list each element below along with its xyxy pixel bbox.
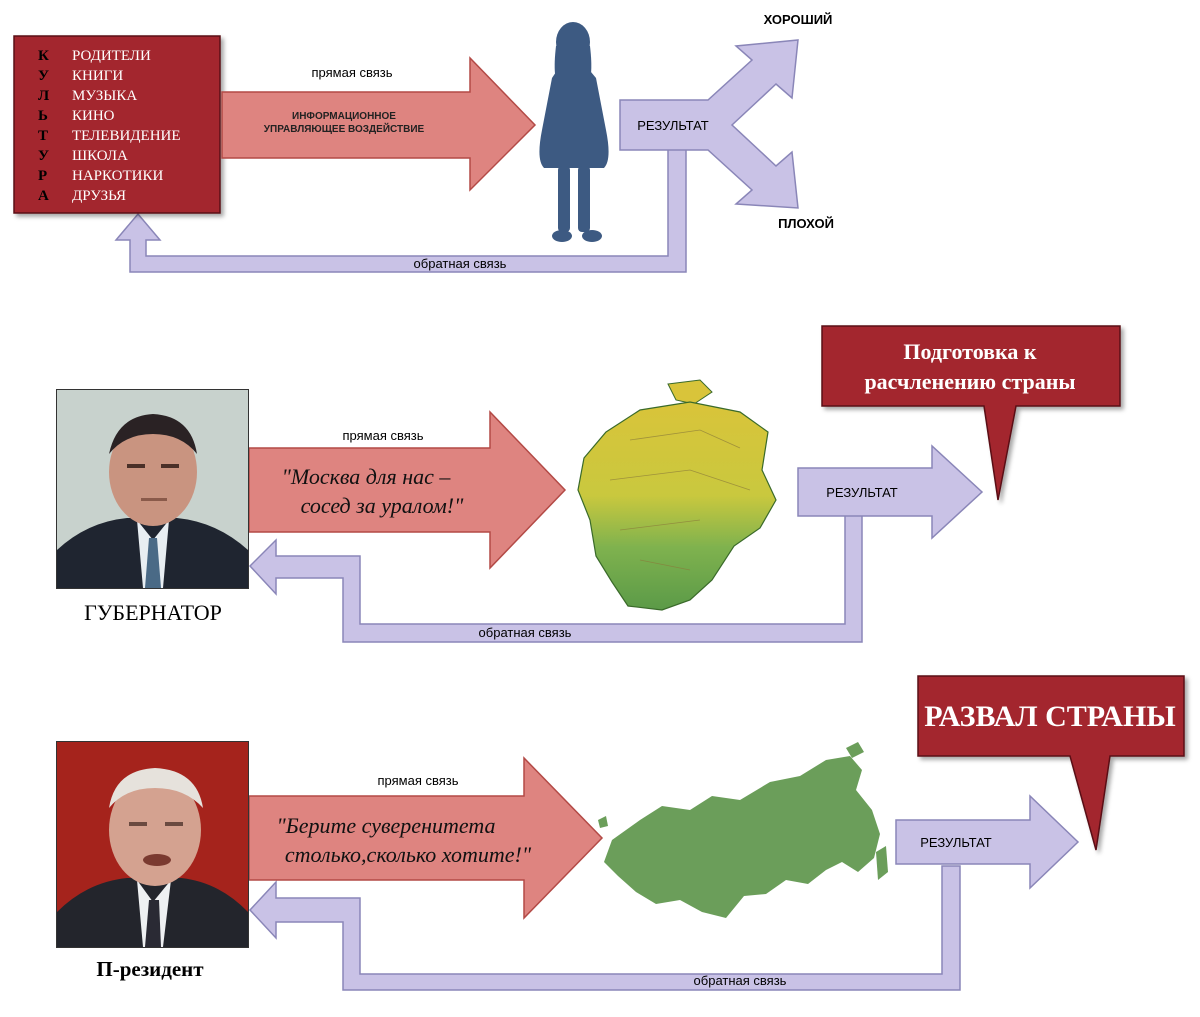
svg-text:А: А bbox=[38, 188, 49, 204]
callout-box-2 bbox=[821, 325, 1121, 501]
direct-label-2: прямая связь bbox=[342, 428, 423, 443]
culture-item: ДРУЗЬЯ bbox=[72, 188, 126, 204]
feedback-arrow-1 bbox=[114, 119, 687, 273]
girl-silhouette bbox=[539, 22, 609, 242]
culture-item: РОДИТЕЛИ bbox=[72, 48, 151, 64]
direct-arrow-2 bbox=[248, 410, 567, 570]
culture-item: КНИГИ bbox=[72, 68, 123, 84]
svg-text:Р: Р bbox=[38, 168, 47, 184]
svg-text:Ь: Ь bbox=[38, 108, 48, 124]
russia-map bbox=[598, 742, 888, 918]
region-map bbox=[577, 379, 777, 611]
culture-items: РОДИТЕЛИ КНИГИ МУЗЫКА КИНО ТЕЛЕВИДЕНИЕ Ш… bbox=[72, 48, 181, 204]
svg-text:У: У bbox=[38, 68, 49, 84]
culture-box bbox=[13, 35, 221, 214]
feedback-label-1: обратная связь bbox=[414, 256, 507, 271]
result-arrow-3 bbox=[895, 794, 1080, 890]
quote-line2-2: сосед за уралом!" bbox=[301, 493, 464, 518]
result-label-3: РЕЗУЛЬТАТ bbox=[920, 835, 992, 850]
result-label-2: РЕЗУЛЬТАТ bbox=[826, 485, 898, 500]
svg-text:Л: Л bbox=[38, 88, 49, 104]
direct-label-3: прямая связь bbox=[377, 773, 458, 788]
culture-item: НАРКОТИКИ bbox=[72, 168, 163, 184]
culture-letters: К У Л Ь Т У Р А bbox=[38, 48, 49, 204]
callout-line1-2: Подготовка к bbox=[903, 339, 1036, 364]
feedback-arrow-2 bbox=[248, 507, 863, 643]
panel-3: обратная связь прямая связь "Берите суве… bbox=[96, 675, 1185, 991]
result-split-arrow bbox=[619, 39, 799, 209]
direct-arrow-3 bbox=[248, 756, 604, 920]
callout-box-3 bbox=[917, 675, 1185, 851]
quote-line2-3: столько,сколько хотите!" bbox=[285, 842, 532, 867]
culture-item: ТЕЛЕВИДЕНИЕ bbox=[72, 128, 181, 144]
direct-label-1: прямая связь bbox=[311, 65, 392, 80]
arrow-text-line2: УПРАВЛЯЮЩЕЕ ВОЗДЕЙСТВИЕ bbox=[264, 122, 425, 135]
president-caption: П-резидент bbox=[96, 957, 204, 981]
culture-item: МУЗЫКА bbox=[72, 88, 137, 104]
good-label: ХОРОШИЙ bbox=[764, 12, 833, 27]
governor-caption: ГУБЕРНАТОР bbox=[84, 600, 222, 625]
president-photo bbox=[56, 741, 249, 948]
arrow-text-line1: ИНФОРМАЦИОННОЕ bbox=[292, 111, 396, 122]
svg-text:К: К bbox=[38, 48, 49, 64]
culture-item: КИНО bbox=[72, 108, 115, 124]
panel-2: обратная связь прямая связь "Москва для … bbox=[84, 325, 1121, 643]
svg-text:У: У bbox=[38, 148, 49, 164]
callout-text-3: РАЗВАЛ СТРАНЫ bbox=[924, 700, 1176, 733]
feedback-label-3: обратная связь bbox=[694, 973, 787, 988]
panel-1: обратная связь К У Л Ь Т У Р А РОДИТЕЛИ … bbox=[13, 12, 834, 273]
svg-text:Т: Т bbox=[38, 128, 48, 144]
callout-line2-2: расчленению страны bbox=[864, 369, 1075, 394]
feedback-label-2: обратная связь bbox=[479, 625, 572, 640]
result-arrow-2 bbox=[797, 444, 984, 540]
quote-line1-2: "Москва для нас – bbox=[282, 464, 452, 489]
quote-line1-3: "Берите суверенитета bbox=[276, 813, 495, 838]
bad-label: ПЛОХОЙ bbox=[778, 216, 834, 231]
direct-arrow-1 bbox=[221, 56, 537, 192]
culture-item: ШКОЛА bbox=[72, 148, 128, 164]
governor-photo bbox=[56, 389, 249, 589]
result-label-1: РЕЗУЛЬТАТ bbox=[637, 118, 709, 133]
feedback-arrow-3 bbox=[248, 865, 961, 991]
